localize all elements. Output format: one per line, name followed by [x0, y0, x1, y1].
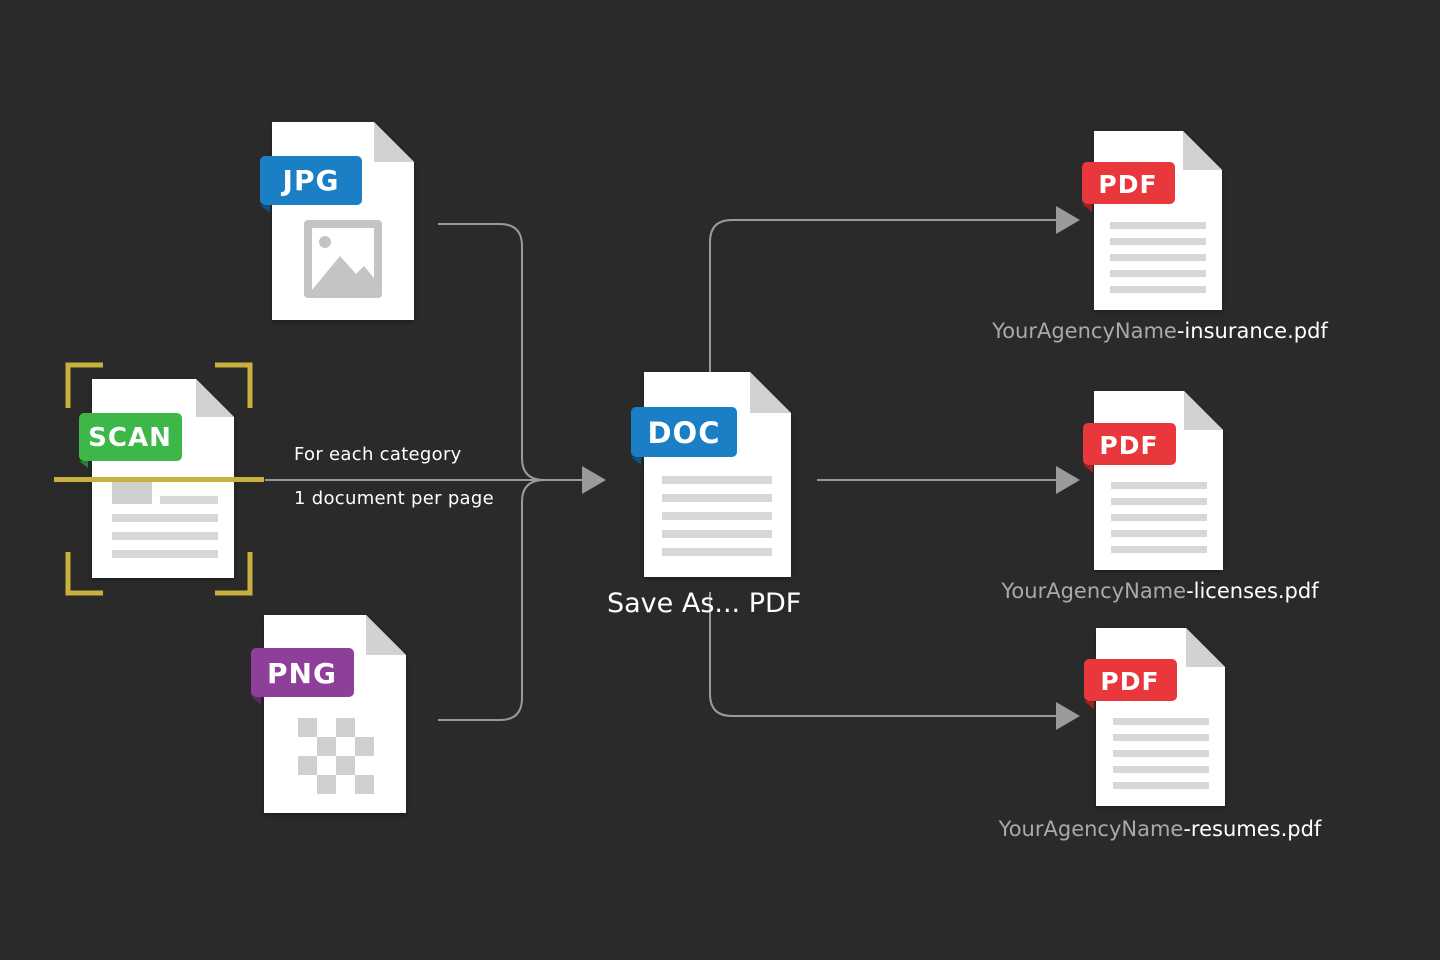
pdf-badge-label: PDF	[1100, 667, 1159, 696]
pdf-badge-label: PDF	[1099, 431, 1158, 460]
doc-badge	[631, 407, 737, 457]
insurance-connector	[709, 219, 1058, 372]
pdf-file-icon: PDF	[1083, 391, 1223, 570]
pdf-file-icon: PDF	[1084, 628, 1225, 806]
jpg-badge	[260, 156, 362, 205]
pdf-badge	[1084, 659, 1177, 701]
filename-suffix: -insurance.pdf	[1176, 319, 1328, 343]
output-filename-licenses: YourAgencyName-licenses.pdf	[950, 579, 1370, 603]
output-filename-insurance: YourAgencyName-insurance.pdf	[950, 319, 1370, 343]
png-connector	[438, 479, 545, 721]
filename-suffix: -resumes.pdf	[1183, 817, 1322, 841]
scan-badge-label: SCAN	[88, 423, 172, 453]
filename-prefix: YourAgencyName	[1001, 579, 1187, 603]
pdf-badge	[1083, 423, 1176, 465]
png-file-icon: PNG	[251, 615, 406, 813]
save-as-pdf-label: Save As... PDF	[607, 588, 802, 619]
arrowheads	[582, 206, 1080, 730]
output-filename-resumes: YourAgencyName-resumes.pdf	[950, 817, 1370, 841]
resumes-connector	[709, 592, 1058, 717]
connector-lines	[265, 219, 1058, 721]
pdf-file-icon: PDF	[1082, 131, 1222, 310]
pdf-badge	[1082, 162, 1175, 204]
doc-badge-label: DOC	[647, 416, 720, 450]
scan-frame	[65, 362, 253, 596]
jpg-badge-label: JPG	[281, 164, 340, 197]
arrow-to-doc	[582, 466, 606, 494]
arrow-to-insurance	[1056, 206, 1080, 234]
flow-label-category: For each category	[294, 444, 462, 465]
arrow-to-resumes	[1056, 702, 1080, 730]
scan-badge	[79, 413, 182, 461]
transparency-pattern-icon	[298, 718, 374, 794]
flow-label-pages: 1 document per page	[294, 488, 494, 509]
jpg-connector	[438, 223, 545, 481]
arrow-to-licenses	[1056, 466, 1080, 494]
filename-prefix: YourAgencyName	[992, 319, 1177, 343]
scan-line	[54, 477, 264, 482]
png-badge	[251, 648, 354, 697]
jpg-file-icon: JPG	[260, 122, 414, 320]
png-badge-label: PNG	[267, 657, 337, 690]
doc-file-icon: DOC	[631, 372, 791, 577]
scan-file-icon: SCAN	[54, 362, 264, 596]
pdf-badge-label: PDF	[1098, 170, 1157, 199]
filename-suffix: -licenses.pdf	[1186, 579, 1319, 603]
filename-prefix: YourAgencyName	[998, 817, 1184, 841]
